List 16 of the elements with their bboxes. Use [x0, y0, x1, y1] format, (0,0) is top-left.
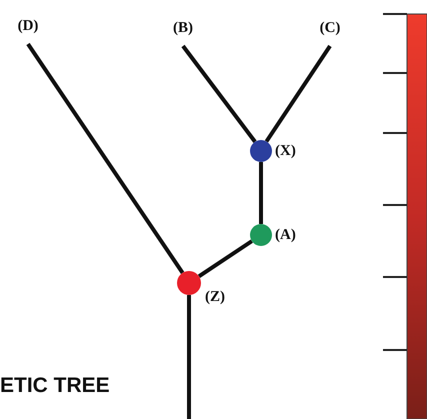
branch-point [177, 271, 201, 295]
tree-title: ETIC TREE [0, 374, 110, 398]
taxon-label: (C) [313, 20, 347, 40]
tree-branch [181, 44, 257, 143]
node-label: (X) [275, 143, 296, 160]
node-label: (Z) [205, 289, 225, 306]
tree-branch [198, 239, 253, 278]
branch-point [250, 224, 272, 246]
node-label: (A) [275, 227, 296, 244]
taxon-label: (B) [166, 20, 200, 40]
taxon-label: (D) [11, 18, 45, 38]
tree-branch [259, 162, 263, 224]
branch-point [250, 140, 272, 162]
tree-branch [26, 42, 184, 274]
tree-branch [264, 44, 332, 143]
tree-branch [187, 295, 191, 419]
